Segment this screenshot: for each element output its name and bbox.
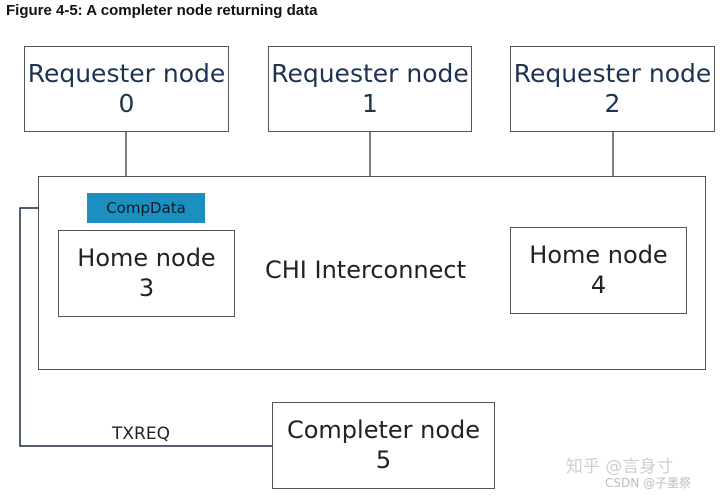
home-node-4: Home node 4	[510, 227, 687, 314]
requester-node-1: Requester node 1	[268, 46, 472, 132]
txreq-label: TXREQ	[112, 424, 170, 444]
compdata-message: CompData	[87, 193, 205, 223]
requester-node-2-id: 2	[604, 89, 621, 118]
completer-node-5-name: Completer node	[286, 416, 481, 445]
requester-node-1-name: Requester node	[271, 58, 469, 88]
watermark-csdn: CSDN @子墨祭	[605, 476, 692, 490]
requester-node-0: Requester node 0	[24, 46, 229, 132]
requester-node-2: Requester node 2	[510, 46, 715, 132]
requester-node-0-id: 0	[118, 89, 135, 118]
watermark-zhihu: 知乎 @言身寸	[566, 457, 674, 477]
figure-title: Figure 4-5: A completer node returning d…	[6, 2, 318, 19]
chi-interconnect-label: CHI Interconnect	[265, 256, 466, 284]
home-node-4-name: Home node	[529, 241, 668, 270]
home-node-3-id: 3	[138, 273, 155, 302]
home-node-3-name: Home node	[77, 244, 216, 273]
home-node-3: Home node 3	[58, 230, 235, 317]
requester-node-0-name: Requester node	[27, 58, 226, 88]
completer-node-5-id: 5	[375, 445, 392, 474]
requester-node-2-name: Requester node	[513, 58, 712, 88]
home-node-4-id: 4	[590, 270, 607, 299]
completer-node-5: Completer node 5	[272, 402, 495, 489]
requester-node-1-id: 1	[362, 89, 378, 118]
